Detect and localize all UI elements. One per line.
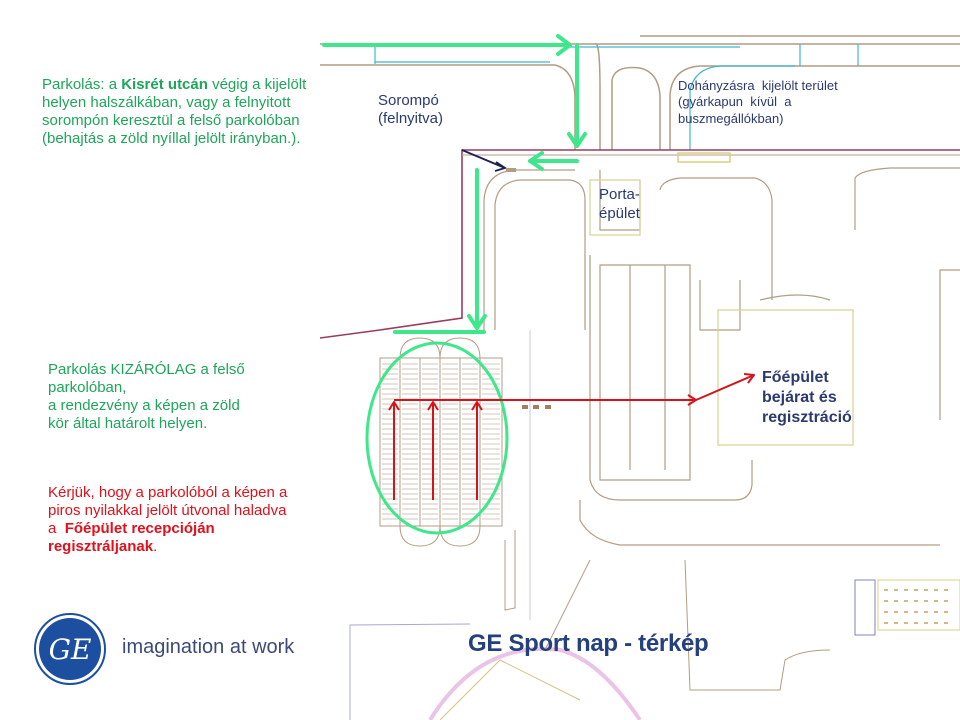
note-line: kör által határolt helyen. xyxy=(48,415,208,432)
label-line: regisztráció xyxy=(762,409,852,426)
parking-street-note: Parkolás: a Kisrét utcán végig a kijelöl… xyxy=(42,76,332,148)
label-line: buszmegállókban) xyxy=(678,110,784,126)
label-line: Dohányzásra kijelölt terület xyxy=(678,78,838,93)
registration-note: Kérjük, hogy a parkolóból a képen a piro… xyxy=(48,484,358,556)
note-line: a Főépület recepcióján xyxy=(48,520,358,538)
upper-parking-lot xyxy=(379,330,531,620)
stadium-seating xyxy=(884,589,948,624)
label-line: (felnyitva) xyxy=(378,110,444,127)
note-bold: regisztráljanak xyxy=(48,538,154,555)
note-line: parkolóban, xyxy=(48,379,127,396)
note-part: Parkolás: a xyxy=(42,76,122,93)
site-boundary xyxy=(319,149,960,339)
inner-roads xyxy=(483,167,960,546)
note-part-bold: Kisrét utcán xyxy=(121,76,208,93)
top-road-curbs xyxy=(374,44,859,150)
note-line: regisztráljanak. xyxy=(48,538,358,556)
note-part: végig a kijelölt helyen halszálkában, va… xyxy=(42,76,307,147)
slide-title: GE Sport nap - térkép xyxy=(468,630,709,657)
label-line: bejárat és xyxy=(762,389,837,406)
main-building-outline xyxy=(717,309,854,446)
note-line: Parkolás KIZÁRÓLAG a felső xyxy=(48,361,245,378)
label-line: épület xyxy=(599,204,640,222)
barrier-icon xyxy=(506,168,516,172)
label-line: (gyárkapun kívül a xyxy=(678,94,792,110)
note-line: Kérjük, hogy a parkolóból a képen a xyxy=(48,484,288,501)
label-line: Főépület xyxy=(762,369,829,386)
logo-text: GE xyxy=(49,633,92,666)
bottom-features xyxy=(349,559,960,720)
note-bold: Főépület recepcióján xyxy=(64,520,215,537)
ge-monogram-icon: GE xyxy=(34,613,106,685)
parking-only-note: Parkolás KIZÁRÓLAG a felső parkolóban, a… xyxy=(48,361,328,433)
brand-tagline: imagination at work xyxy=(122,636,295,658)
walkway-markers xyxy=(522,405,551,409)
note-suffix: . xyxy=(153,538,158,555)
smoking-area-label: Dohányzásra kijelölt terület (gyárkapun … xyxy=(678,78,878,127)
note-line: a rendezvény a képen a zöld xyxy=(48,397,240,414)
smoking-area-marker xyxy=(677,152,731,163)
gatehouse-label: Porta- épület xyxy=(599,186,640,224)
event-area-circle xyxy=(365,341,509,535)
label-line: Porta- xyxy=(599,186,640,203)
barrier-label: Sorompó (felnyitva) xyxy=(378,92,443,128)
main-building-label: Főépület bejárat és regisztráció xyxy=(762,368,852,428)
note-line: piros nyilakkal jelölt útvonal haladva xyxy=(48,502,287,519)
label-line: Sorompó xyxy=(378,92,439,109)
note-prefix: a xyxy=(48,520,65,537)
gatehouse-outline xyxy=(589,179,641,236)
barrier-pointer-arrow xyxy=(461,149,508,172)
green-entry-route xyxy=(322,34,587,334)
red-walking-route xyxy=(388,373,755,500)
